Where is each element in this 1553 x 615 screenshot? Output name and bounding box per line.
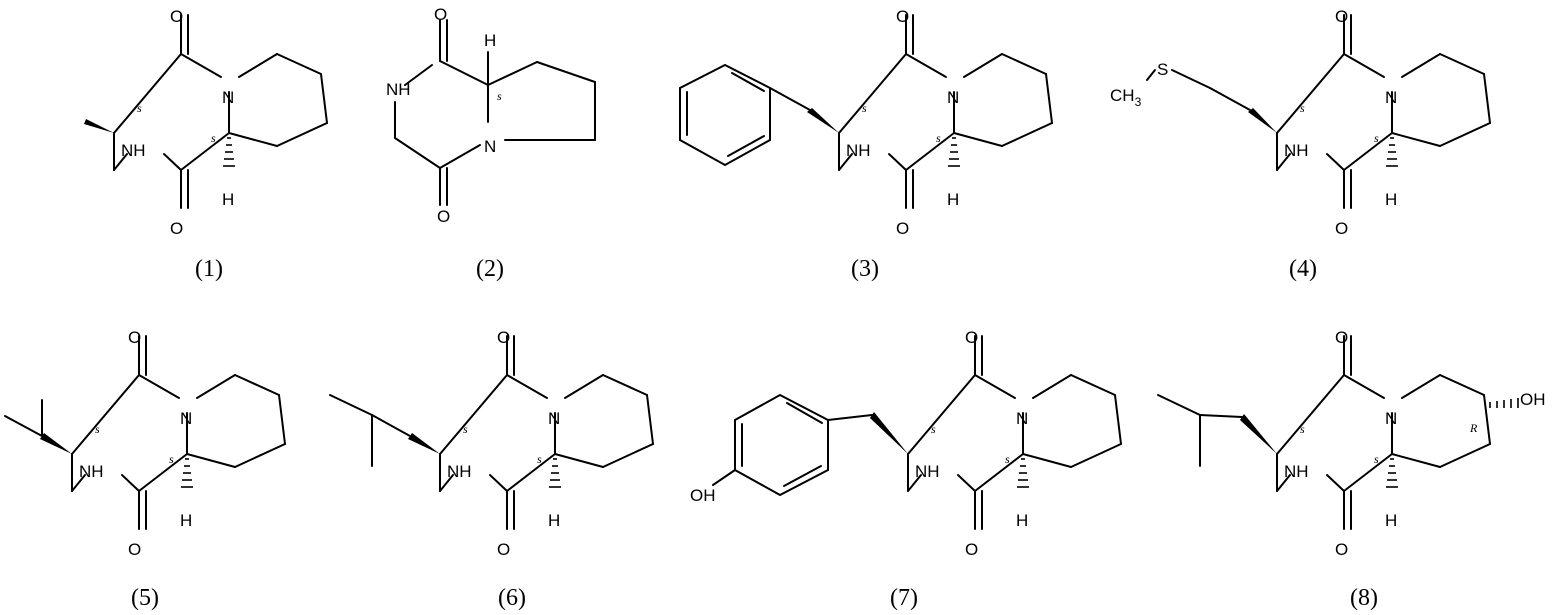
atom-n-ring: N (180, 409, 192, 428)
atom-o-bottom: O (965, 540, 978, 559)
atom-oh: OH (1520, 390, 1546, 409)
compound-5: O N NH O H s s (5) (4, 328, 286, 611)
atom-nh: NH (1284, 141, 1309, 160)
atom-nh: NH (1284, 462, 1309, 481)
atom-nh: NH (846, 141, 871, 160)
atom-o-bottom: O (437, 207, 450, 226)
stereo-label: s (137, 101, 142, 115)
compound-8: OH O N NH O H s s R (8) (1157, 328, 1546, 611)
atom-n-ring: N (1385, 409, 1397, 428)
atom-o-bottom: O (1335, 219, 1348, 238)
compound-label-1: (1) (195, 256, 223, 282)
compound-1: O N NH O H s s (1) (84, 7, 328, 282)
atom-o-top: O (896, 7, 909, 26)
atom-o-top: O (170, 7, 183, 26)
atom-o-top: O (497, 328, 510, 347)
compound-label-7: (7) (890, 585, 918, 611)
atom-h: H (548, 511, 560, 530)
stereo-label: s (1005, 452, 1010, 466)
atom-oh: OH (690, 486, 716, 505)
atom-o-bottom: O (1335, 540, 1348, 559)
stereo-label: s (1300, 422, 1305, 436)
atom-h: H (1016, 511, 1028, 530)
atom-nh: NH (447, 462, 472, 481)
compound-label-3: (3) (851, 256, 879, 282)
atom-n-ring: N (947, 88, 959, 107)
atom-h: H (947, 190, 959, 209)
atom-o-top: O (1335, 328, 1348, 347)
atom-ch3: CH3 (1110, 86, 1142, 109)
atom-o-top: O (128, 328, 141, 347)
compound-label-6: (6) (498, 585, 526, 611)
atom-n-ring: N (484, 137, 496, 156)
atom-s: S (1157, 60, 1168, 79)
stereo-label: s (497, 89, 502, 103)
compound-label-5: (5) (131, 585, 159, 611)
compound-3: O N NH O H s s (3) (679, 7, 1053, 282)
atom-h: H (1385, 190, 1397, 209)
atom-n-ring: N (548, 409, 560, 428)
atom-n-ring: N (222, 88, 234, 107)
stereo-label: s (211, 131, 216, 145)
atom-o-top: O (965, 328, 978, 347)
stereo-label: s (1374, 131, 1379, 145)
atom-h: H (222, 190, 234, 209)
stereo-label: s (931, 422, 936, 436)
compound-label-4: (4) (1289, 256, 1317, 282)
stereo-label: s (1374, 452, 1379, 466)
stereo-label: s (169, 452, 174, 466)
compound-label-2: (2) (476, 256, 504, 282)
atom-n-ring: N (1016, 409, 1028, 428)
atom-n-ring: N (1385, 88, 1397, 107)
stereo-label: s (95, 422, 100, 436)
atom-h: H (1385, 511, 1397, 530)
stereo-label: s (537, 452, 542, 466)
compound-label-8: (8) (1350, 585, 1378, 611)
atom-o-bottom: O (896, 219, 909, 238)
atom-nh: NH (386, 80, 411, 99)
atom-o-bottom: O (497, 540, 510, 559)
compound-7: OH O N NH O H s s (7) (690, 328, 1122, 611)
atom-nh: NH (915, 462, 940, 481)
stereo-label: s (936, 131, 941, 145)
atom-o-bottom: O (128, 540, 141, 559)
compound-2: O H NH N O s (2) (386, 5, 596, 282)
atom-h: H (484, 31, 496, 50)
stereo-label: s (1300, 101, 1305, 115)
stereo-label: R (1469, 421, 1478, 435)
atom-h: H (180, 511, 192, 530)
stereo-label: s (463, 422, 468, 436)
compound-4: S CH3 O N NH O H s s (4) (1110, 7, 1491, 282)
atom-nh: NH (121, 141, 146, 160)
atom-o-top: O (1335, 7, 1348, 26)
atom-o-bottom: O (170, 219, 183, 238)
stereo-label: s (862, 101, 867, 115)
atom-nh: NH (79, 462, 104, 481)
atom-o-top: O (434, 5, 447, 24)
compound-6: O N NH O H s s (6) (329, 328, 654, 611)
